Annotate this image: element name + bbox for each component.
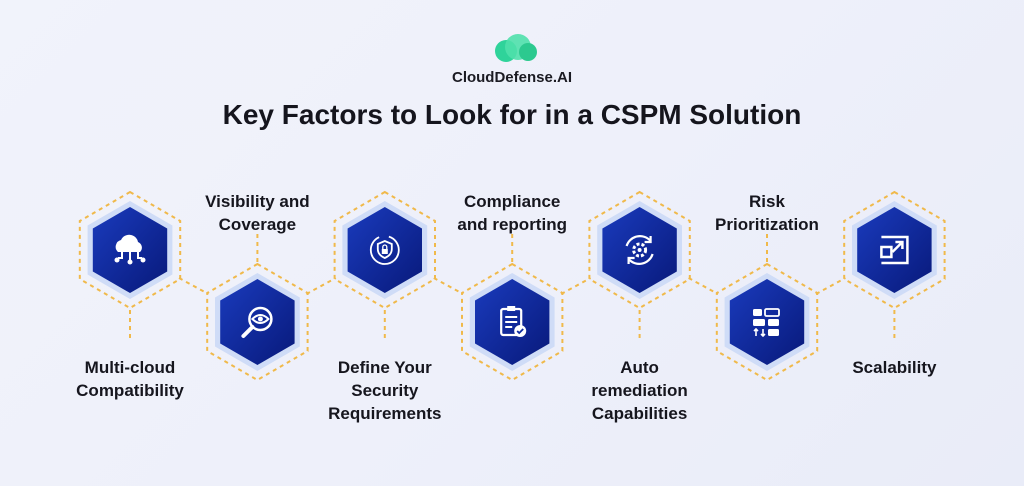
factor-label-line: Visibility and: [205, 192, 310, 211]
dashed-hex-outline: [715, 262, 819, 382]
dashed-hex-outline: [461, 262, 564, 382]
factor-label-line: remediation: [591, 381, 687, 400]
factor-label: Scalability: [852, 358, 937, 377]
factor-label-line: Compliance: [464, 192, 560, 211]
shield-lock-icon: [369, 235, 400, 265]
eye-search-icon: [241, 306, 273, 338]
dashed-hex-outline: [206, 262, 309, 382]
factor-label-line: Requirements: [328, 404, 441, 423]
factor-label-line: Scalability: [852, 358, 937, 377]
factor-label-line: Define Your: [338, 358, 432, 377]
factor-label-line: Security: [351, 381, 419, 400]
priority-blocks-icon: [753, 308, 780, 338]
connector-line: [815, 277, 846, 295]
dashed-hex-outline: [843, 190, 946, 310]
factor-4: Compliance and reporting: [457, 192, 567, 382]
hex-badge: [729, 279, 805, 365]
factor-label-line: Coverage: [219, 215, 296, 234]
factor-label-line: and reporting: [457, 215, 567, 234]
dashed-hex-outline: [78, 190, 182, 310]
connector-line: [560, 277, 592, 295]
dashed-hex-outline: [333, 190, 436, 310]
clipboard-check-icon: [500, 306, 527, 337]
brand-name: CloudDefense.AI: [452, 69, 572, 86]
factor-label-line: Auto: [620, 358, 659, 377]
page-title: Key Factors to Look for in a CSPM Soluti…: [223, 99, 802, 130]
cloud-network-icon: [114, 234, 146, 265]
brand-logo: [495, 34, 537, 62]
connector-line: [178, 277, 209, 295]
factor-label-line: Prioritization: [715, 215, 819, 234]
gear-refresh-icon: [625, 235, 654, 265]
factor-label-line: Capabilities: [592, 404, 687, 423]
factor-label-line: Risk: [749, 192, 785, 211]
connector-line: [688, 277, 719, 295]
connector-line: [433, 277, 464, 295]
factor-label: Compliance and reporting: [457, 192, 567, 234]
factor-7: Scalability: [843, 190, 946, 377]
factor-label-line: Compatibility: [76, 381, 184, 400]
dashed-hex-outline: [588, 190, 691, 310]
scale-arrow-icon: [880, 235, 909, 265]
factor-label-line: Multi-cloud: [85, 358, 176, 377]
connector-line: [305, 277, 337, 295]
